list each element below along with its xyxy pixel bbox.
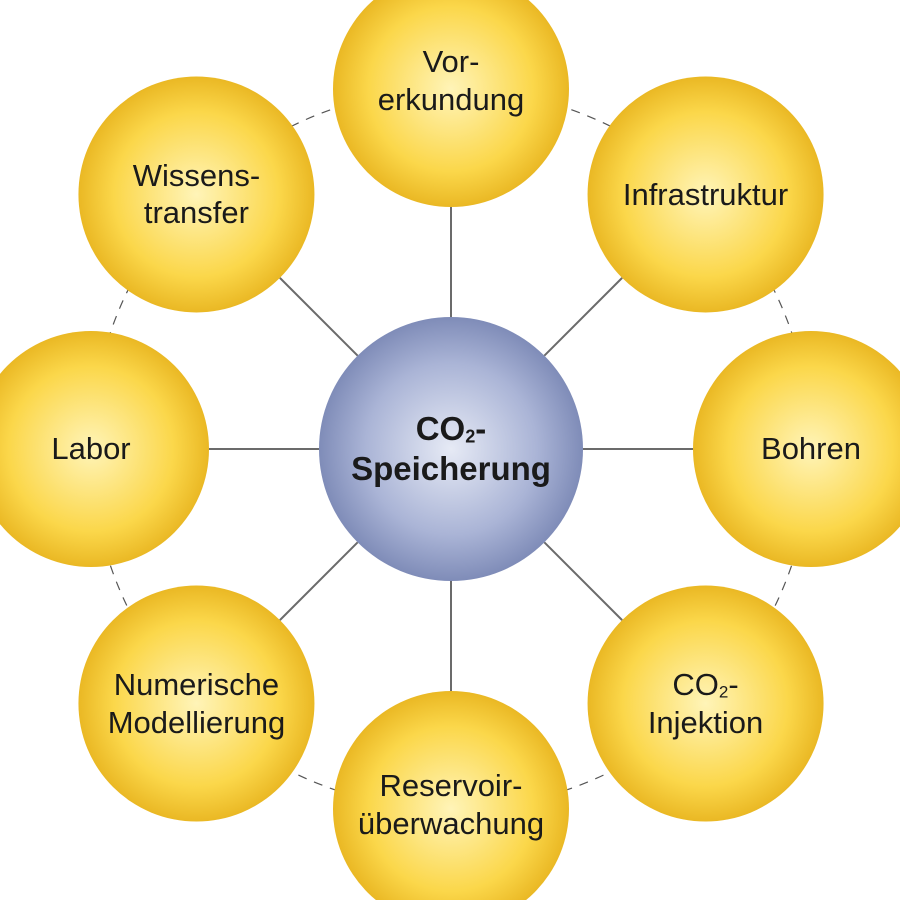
spokes xyxy=(209,207,693,691)
spoke-co2-injektion xyxy=(543,541,623,621)
spoke-wissenstransfer xyxy=(279,277,359,357)
spoke-infrastruktur xyxy=(543,277,623,357)
center-node-circle xyxy=(319,317,583,581)
node-circle-reservoirueberwachung xyxy=(333,691,569,900)
topic-nodes xyxy=(0,0,900,900)
node-circle-co2-injektion xyxy=(587,585,824,822)
node-circle-vorerkundung xyxy=(333,0,569,207)
node-circle-labor xyxy=(0,331,209,567)
spoke-numerische-modellierung xyxy=(279,541,359,621)
co2-storage-diagram xyxy=(0,0,900,900)
node-circle-numerische-modellierung xyxy=(78,585,315,822)
node-circle-bohren xyxy=(693,331,900,567)
node-circle-wissenstransfer xyxy=(78,76,315,313)
node-circle-infrastruktur xyxy=(587,76,824,313)
